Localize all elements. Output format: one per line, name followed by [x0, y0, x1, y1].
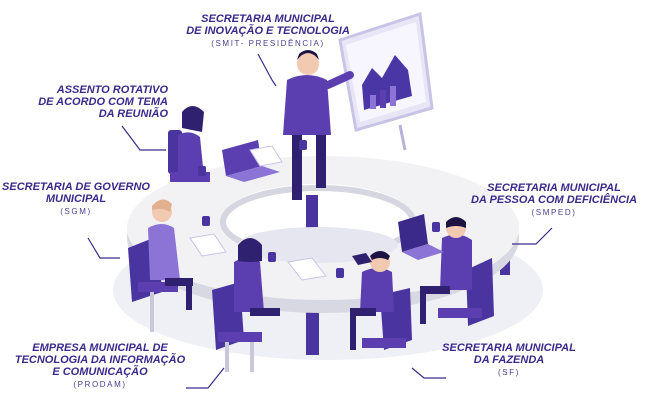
presenter-person — [283, 50, 354, 200]
cup-icon — [198, 166, 206, 176]
paper-icon — [249, 145, 283, 167]
person-smped — [420, 217, 472, 324]
cup-icon — [299, 140, 307, 150]
label-smped: SECRETARIA MUNICIPAL DA PESSOA COM DEFIC… — [456, 182, 652, 217]
connector-line — [87, 237, 120, 259]
label-sgm-sub: (SGM) — [60, 207, 92, 216]
label-sf-sub: (SF) — [498, 368, 520, 377]
connector-line — [121, 125, 166, 151]
laptop-icon — [398, 214, 444, 260]
laptop-icon — [222, 140, 280, 182]
label-prodam-line-1: EMPRESA MUNICIPAL DE — [32, 342, 168, 354]
label-sf: SECRETARIA MUNICIPAL DA FAZENDA (SF) — [426, 342, 592, 377]
label-smped-sub: (SMPED) — [531, 208, 577, 217]
label-smit-sub: (SMIT- PRESIDÊNCIA) — [211, 39, 325, 48]
cup-icon — [336, 268, 344, 278]
label-rotativo-line-1: ASSENTO ROTATIVO — [56, 84, 168, 96]
label-prodam-sub: (PRODAM) — [73, 380, 127, 389]
label-sgm: SECRETARIA DE GOVERNO MUNICIPAL (SGM) — [0, 181, 152, 216]
paper-icon — [189, 233, 227, 257]
label-rotativo-line-2: DE ACORDO COM TEMA — [38, 96, 168, 108]
cup-icon — [202, 216, 210, 226]
label-sf-line-1: SECRETARIA MUNICIPAL — [442, 342, 576, 354]
tablet-icon — [352, 253, 372, 265]
label-sgm-line-2: MUNICIPAL — [45, 193, 107, 205]
label-smped-line-2: DA PESSOA COM DEFICIÊNCIA — [470, 194, 638, 206]
label-smit: SECRETARIA MUNICIPAL DE INOVAÇÃO E TECNO… — [168, 13, 368, 48]
connector-line — [512, 227, 553, 245]
label-smit-line-2: DE INOVAÇÃO E TECNOLOGIA — [186, 25, 350, 37]
paper-icon — [287, 257, 327, 281]
label-prodam-line-3: E COMUNICAÇÃO — [52, 366, 148, 378]
person-rotativo — [178, 106, 204, 177]
connector-line — [411, 367, 446, 379]
label-smped-line-1: SECRETARIA MUNICIPAL — [487, 182, 621, 194]
connector-line — [257, 53, 277, 87]
inner-floor — [238, 227, 398, 263]
label-prodam: EMPRESA MUNICIPAL DE TECNOLOGIA DA INFOR… — [2, 342, 198, 389]
label-sf-line-2: DA FAZENDA — [473, 354, 545, 366]
person-sgm — [148, 199, 193, 310]
person-sf — [350, 251, 394, 350]
connector-line — [186, 367, 225, 389]
label-smit-line-1: SECRETARIA MUNICIPAL — [201, 13, 335, 25]
person-prodam — [234, 238, 280, 316]
chair-right — [438, 258, 494, 326]
presentation-board — [338, 12, 434, 151]
label-sgm-line-1: SECRETARIA DE GOVERNO — [2, 181, 150, 193]
label-rotativo: ASSENTO ROTATIVO DE ACORDO COM TEMA DA R… — [10, 84, 168, 120]
cup-icon — [268, 252, 276, 262]
label-rotativo-line-3: DA REUNIÃO — [98, 108, 168, 120]
label-prodam-line-2: TECNOLOGIA DA INFORMAÇÃO — [14, 354, 186, 366]
cup-icon — [432, 222, 440, 232]
